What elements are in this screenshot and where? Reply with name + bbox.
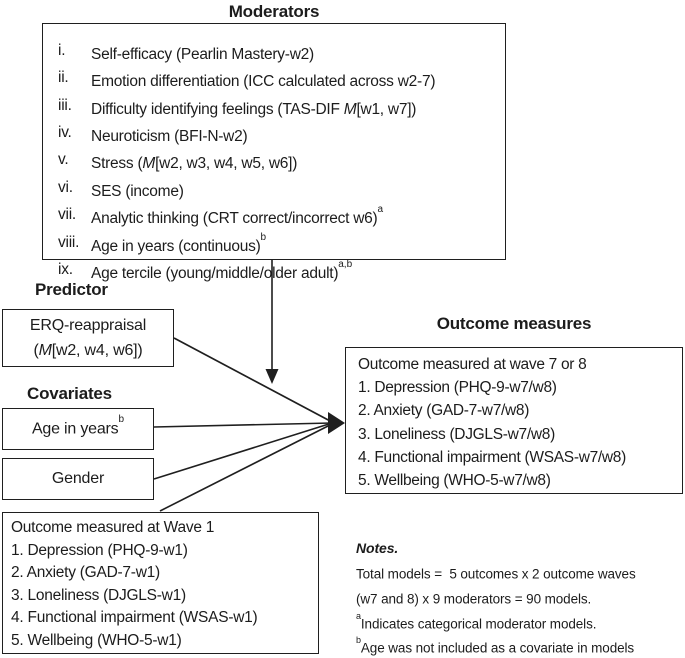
moderator-item-numeral: v. (58, 151, 69, 169)
moderator-item: vi. SES (income) (58, 176, 499, 203)
moderator-item: ii. Emotion differentiation (ICC calcula… (58, 66, 499, 93)
moderator-item-text: Neuroticism (BFI-N-w2) (91, 121, 248, 148)
outcome-measures-title: Outcome measures (436, 314, 592, 333)
moderator-item-numeral: ii. (58, 69, 69, 87)
item-part-superscript: b (260, 231, 267, 243)
predictor-title: Predictor (35, 280, 108, 299)
moderator-item-numeral: ix. (58, 260, 73, 278)
moderator-item: viii. Age in years (continuous)b (58, 231, 499, 258)
item-part-pre: ( (33, 342, 39, 359)
outcome-measure-item: 4. Functional impairment (WSAS-w7/w8) (358, 448, 626, 466)
item-part-post: [w1, w7]) (356, 100, 417, 118)
covariate-gender-box: Gender (2, 458, 154, 500)
moderator-item-numeral: vii. (58, 206, 76, 224)
covariates-title: Covariates (27, 384, 112, 403)
moderator-item-numeral: i. (58, 42, 66, 59)
baseline-outcomes-header: Outcome measured at Wave 1 (11, 519, 215, 536)
moderator-item-text: Age tercile (young/middle/older adult)a,… (91, 258, 352, 285)
baseline-outcome-item: 1. Depression (PHQ-9-w1) (11, 541, 188, 559)
moderator-item-numeral: iv. (58, 124, 72, 142)
note-text: Total models = 5 outcomes x 2 outcome wa… (356, 566, 636, 582)
baseline-outcome-item: 2. Anxiety (GAD-7-w1) (11, 564, 160, 582)
item-part-pre: Age in years (continuous) (91, 237, 261, 255)
outcome-measures-header: Outcome measured at wave 7 or 8 (358, 356, 587, 373)
note-text: Indicates categorical moderator models. (360, 616, 597, 632)
moderator-item-text: Difficulty identifying feelings (TAS-DIF… (91, 94, 416, 121)
item-part-pre: Neuroticism (BFI-N-w2) (91, 128, 248, 146)
item-part-superscript: a (377, 204, 384, 216)
gender-to-outcome-line (153, 422, 333, 480)
outcome-measure-item: 3. Loneliness (DJGLS-w7/w8) (358, 425, 555, 443)
item-part-pre: Analytic thinking (CRT correct/incorrect… (91, 210, 378, 228)
moderator-item: ix. Age tercile (young/middle/older adul… (58, 258, 499, 285)
item-part-post: [w2, w3, w4, w5, w6]) (155, 155, 298, 173)
item-part-pre: Age tercile (young/middle/older adult) (91, 265, 339, 283)
outcome-measure-item: 5. Wellbeing (WHO-5-w7/w8) (358, 472, 551, 490)
predictor-box: ERQ-reappraisal (M[w2, w4, w6]) (2, 309, 174, 367)
notes-block: Notes. Total models = 5 outcomes x 2 out… (356, 538, 682, 658)
wave1-to-outcome-line (159, 423, 333, 512)
covariate-gender-label: Gender (51, 470, 105, 487)
outcome-measures-box: Outcome measured at wave 7 or 8 1. Depre… (345, 347, 683, 494)
moderator-item-text: Age in years (continuous)b (91, 231, 266, 258)
item-part-pre: Emotion differentiation (ICC calculated … (91, 73, 436, 91)
note-superscript: a (356, 610, 361, 621)
predictor-to-outcome-line (173, 337, 333, 423)
item-part-superscript: a,b (338, 258, 353, 270)
item-part-pre: SES (income) (91, 182, 184, 200)
item-part-italic: M (142, 155, 156, 173)
covariate-age-label: Age in yearsb (31, 414, 124, 438)
moderators-title: Moderators (228, 2, 320, 21)
moderator-item: iii. Difficulty identifying feelings (TA… (58, 94, 499, 121)
moderator-item-text: Emotion differentiation (ICC calculated … (91, 66, 435, 93)
moderator-item-numeral: vi. (58, 178, 73, 196)
note-line: bAge was not included as a covariate in … (356, 634, 682, 658)
age-to-outcome-line (153, 422, 333, 428)
item-part-pre: Difficulty identifying feelings (TAS-DIF (91, 100, 344, 118)
note-text: Age was not included as a covariate in m… (360, 640, 635, 656)
baseline-outcome-item: 5. Wellbeing (WHO-5-w1) (11, 631, 182, 649)
item-part-superscript: b (118, 414, 125, 426)
moderator-item-numeral: viii. (58, 233, 80, 251)
predictor-box-line2: (M[w2, w4, w6]) (3, 338, 173, 363)
note-text: (w7 and 8) x 9 moderators = 90 models. (356, 591, 592, 607)
moderator-item-text: SES (income) (91, 176, 184, 203)
moderator-item-text: Stress (M[w2, w3, w4, w5, w6]) (91, 148, 297, 175)
item-part-italic: M (38, 342, 52, 359)
note-line: (w7 and 8) x 9 moderators = 90 models. (356, 585, 682, 610)
moderator-item-text: Self-efficacy (Pearlin Mastery-w2) (91, 39, 314, 66)
moderator-arrowhead-down-icon (265, 369, 279, 384)
moderator-item: iv. Neuroticism (BFI-N-w2) (58, 121, 499, 148)
outcome-measure-item: 1. Depression (PHQ-9-w7/w8) (358, 379, 557, 397)
moderator-item-numeral: iii. (58, 96, 72, 114)
baseline-outcome-item: 3. Loneliness (DJGLS-w1) (11, 586, 186, 604)
predictor-box-line1: ERQ-reappraisal (29, 317, 147, 334)
moderator-item: v. Stress (M[w2, w3, w4, w5, w6]) (58, 148, 499, 175)
moderator-item: i. Self-efficacy (Pearlin Mastery-w2) (58, 39, 499, 66)
outcome-arrowhead-right-icon (328, 412, 345, 434)
item-part-pre: Age in years (31, 420, 119, 438)
note-line: aIndicates categorical moderator models. (356, 610, 682, 635)
outcome-measure-item: 2. Anxiety (GAD-7-w7/w8) (358, 402, 530, 420)
item-part-pre: Stress ( (91, 155, 143, 173)
item-part-post: [w2, w4, w6]) (51, 342, 143, 359)
item-part-italic: M (343, 100, 357, 118)
covariate-age-box: Age in yearsb (2, 408, 154, 450)
baseline-outcome-item: 4. Functional impairment (WSAS-w1) (11, 609, 258, 627)
moderator-item: vii. Analytic thinking (CRT correct/inco… (58, 203, 499, 230)
baseline-outcomes-box: Outcome measured at Wave 1 1. Depression… (2, 512, 319, 654)
notes-title: Notes. (356, 540, 399, 556)
moderators-box: i. Self-efficacy (Pearlin Mastery-w2) ii… (42, 23, 506, 282)
item-part-pre: Self-efficacy (Pearlin Mastery-w2) (91, 46, 314, 64)
note-line: Total models = 5 outcomes x 2 outcome wa… (356, 560, 682, 585)
moderator-item-text: Analytic thinking (CRT correct/incorrect… (91, 203, 383, 230)
note-superscript: b (356, 635, 361, 646)
